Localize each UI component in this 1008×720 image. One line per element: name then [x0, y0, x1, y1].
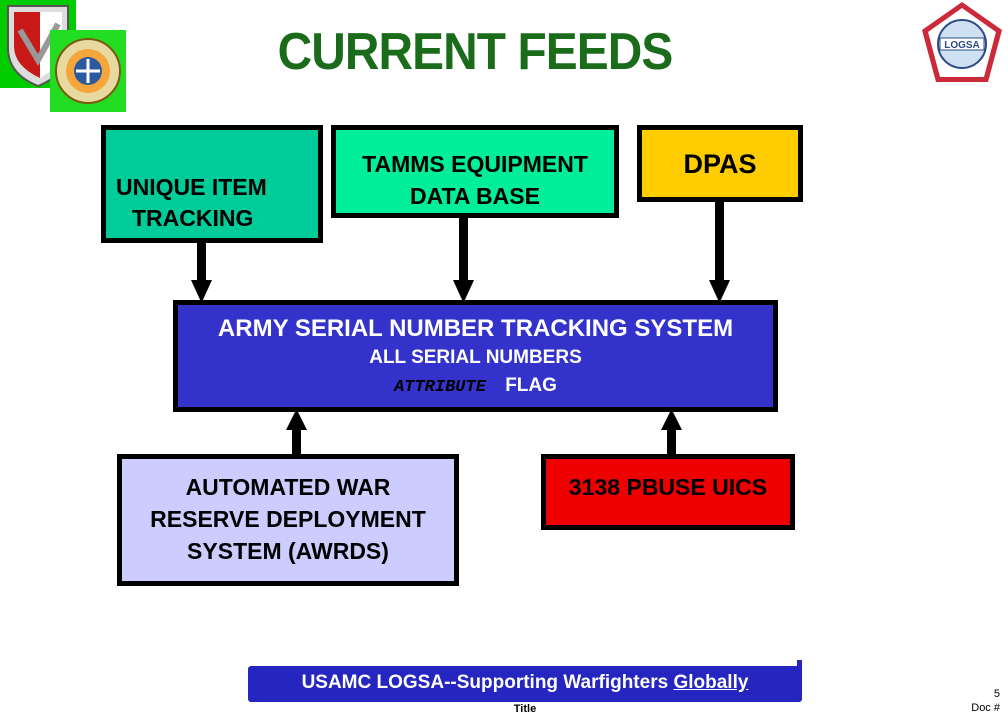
page-number: 5	[993, 688, 1000, 700]
footer-tick	[797, 660, 802, 670]
footer-prefix: USAMC LOGSA--Supporting Warfighters	[301, 672, 674, 693]
awrds-line1: AUTOMATED WAR	[185, 474, 391, 500]
awrds-line3: SYSTEM (AWRDS)	[187, 538, 389, 564]
uit-line2: TRACKING	[132, 205, 254, 231]
logsa-logo: LOGSA	[918, 0, 1006, 88]
svg-text:LOGSA: LOGSA	[944, 40, 980, 51]
arrow-pbuse-up	[661, 409, 682, 456]
flag-label: FLAG	[505, 375, 557, 396]
army-serial-number-tracking-box: ARMY SERIAL NUMBER TRACKING SYSTEM ALL S…	[173, 300, 778, 412]
tamms-line2: DATA BASE	[410, 183, 540, 209]
page-title: CURRENT FEEDS	[277, 23, 674, 81]
asnts-line3: ATTRIBUTE FLAG	[178, 372, 773, 402]
bottom-title: Title	[513, 703, 537, 715]
footer-banner	[248, 666, 802, 702]
tamms-line1: TAMMS EQUIPMENT	[362, 151, 588, 177]
uit-line1: UNIQUE ITEM	[116, 174, 267, 200]
tamms-equipment-box: TAMMS EQUIPMENT DATA BASE	[331, 125, 619, 218]
footer-tagline: USAMC LOGSA--Supporting Warfighters Glob…	[248, 672, 802, 694]
footer-globally: Globally	[673, 672, 749, 693]
awrds-box: AUTOMATED WAR RESERVE DEPLOYMENT SYSTEM …	[117, 454, 459, 586]
arrow-tamms-down	[453, 216, 474, 303]
arrow-uit-down	[191, 240, 212, 303]
arrow-dpas-down	[709, 200, 730, 303]
attribute-label: ATTRIBUTE	[394, 378, 486, 397]
pbuse-label: 3138 PBUSE UICS	[568, 474, 768, 500]
dpas-label: DPAS	[683, 149, 757, 179]
pbuse-uics-box: 3138 PBUSE UICS	[541, 454, 795, 530]
unique-item-tracking-box: UNIQUE ITEM TRACKING	[101, 125, 323, 243]
arsenal-badge-logo	[50, 30, 126, 112]
arrow-awrds-up	[286, 409, 307, 456]
awrds-line2: RESERVE DEPLOYMENT	[150, 506, 426, 532]
dpas-box: DPAS	[637, 125, 803, 202]
asnts-line2: ALL SERIAL NUMBERS	[369, 347, 582, 368]
asnts-line1: ARMY SERIAL NUMBER TRACKING SYSTEM	[217, 315, 734, 342]
doc-label: Doc #	[971, 702, 1000, 714]
